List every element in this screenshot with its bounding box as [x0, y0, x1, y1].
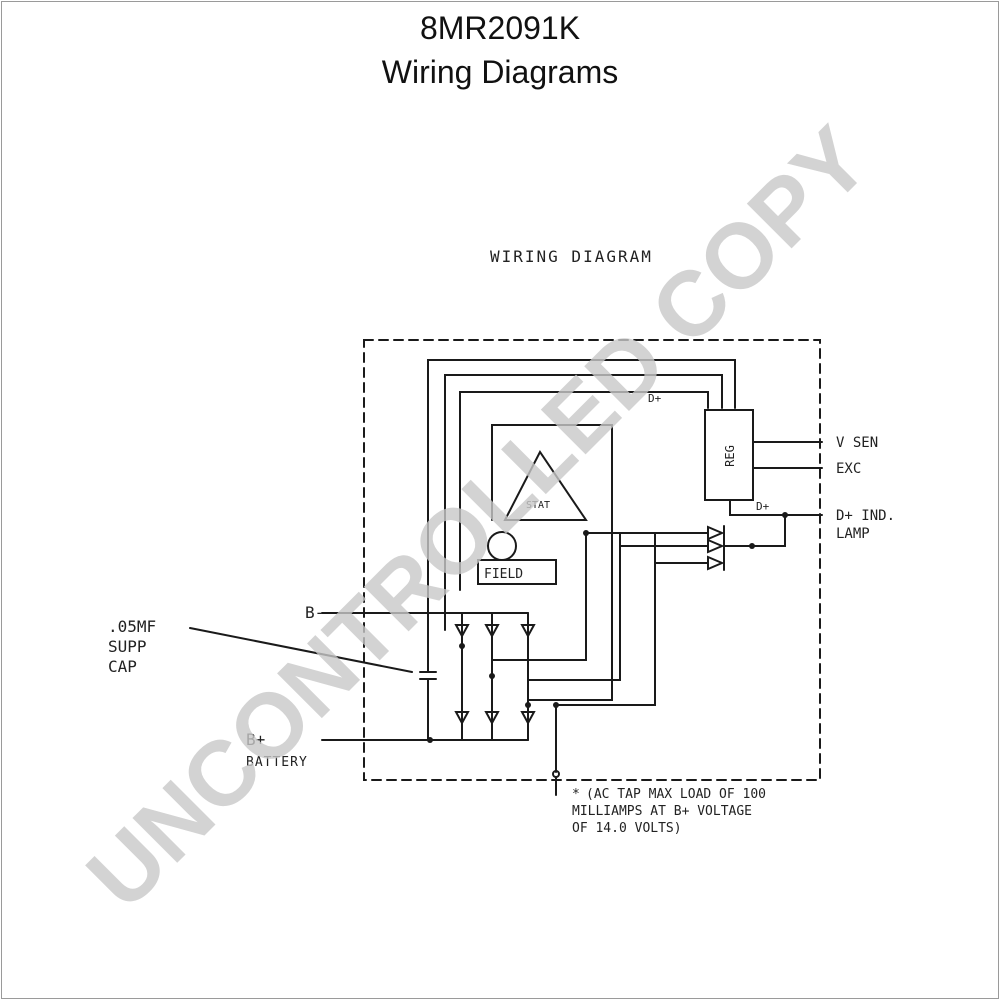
- label-field: FIELD: [484, 567, 523, 582]
- junction-f: [782, 512, 788, 518]
- wire-ac-2-drop: [527, 532, 621, 681]
- junction-e: [583, 530, 589, 536]
- diagram-title: WIRING DIAGRAM: [490, 247, 653, 266]
- part-number-title: 8MR2091K: [419, 10, 581, 46]
- label-reg: REG: [723, 445, 737, 467]
- label-b-plus: B+: [246, 730, 265, 749]
- neg-diode-3: [520, 624, 536, 639]
- wire-ac-1-drop: [491, 532, 587, 661]
- housing-outline: [363, 339, 821, 781]
- label-cap-line3: CAP: [108, 657, 137, 676]
- ac-tap-marker: *: [572, 787, 580, 802]
- junction-a: [459, 643, 465, 649]
- ac-tap-note-line2: MILLIAMPS AT B+ VOLTAGE: [572, 804, 752, 819]
- ac-tap-note-line1: (AC TAP MAX LOAD OF 100: [586, 787, 766, 802]
- junction-g: [749, 543, 755, 549]
- label-stator: STAT: [526, 500, 550, 511]
- neg-diode-2: [484, 624, 500, 639]
- ac-tap-note-line3: OF 14.0 VOLTS): [572, 821, 682, 836]
- label-d-plus-ind: D+ IND.: [836, 508, 895, 524]
- pos-diode-1: [454, 711, 470, 726]
- wire-loop-1: [427, 359, 736, 631]
- label-d-plus-small: D+: [756, 500, 770, 513]
- junction-b: [489, 673, 495, 679]
- field-box: [477, 559, 557, 585]
- trio-diode-1: [707, 525, 725, 541]
- subtitle: Wiring Diagrams: [381, 54, 619, 90]
- pos-diode-2: [484, 711, 500, 726]
- stator-delta: [503, 450, 588, 521]
- wire-d-plus: [729, 499, 823, 516]
- cap-leader-line: [189, 627, 413, 673]
- label-battery: BATTERY: [246, 755, 308, 770]
- label-b-minus: B-: [305, 603, 324, 622]
- label-cap-line2: SUPP: [108, 637, 147, 656]
- neg-diode-1: [454, 624, 470, 639]
- trio-diode-2: [707, 538, 725, 554]
- uncontrolled-copy-watermark: UNCONTROLLED COPY: [68, 108, 888, 928]
- label-exc: EXC: [836, 461, 861, 477]
- junction-d: [553, 702, 559, 708]
- wire-loop-2: [444, 374, 723, 631]
- pos-diode-3: [520, 711, 536, 726]
- trio-output: [723, 514, 786, 547]
- label-cap-line1: .05MF: [108, 617, 156, 636]
- stator-frame: [491, 424, 613, 701]
- trio-diode-3: [707, 555, 725, 571]
- wire-loop-3: [459, 391, 709, 591]
- junction-c: [525, 702, 531, 708]
- label-lamp: LAMP: [836, 526, 870, 542]
- junction-b-plus: [427, 737, 433, 743]
- wire-ac-3-drop: [555, 532, 656, 706]
- label-v-sen: V SEN: [836, 435, 878, 451]
- label-d-plus-top: D+: [648, 392, 662, 405]
